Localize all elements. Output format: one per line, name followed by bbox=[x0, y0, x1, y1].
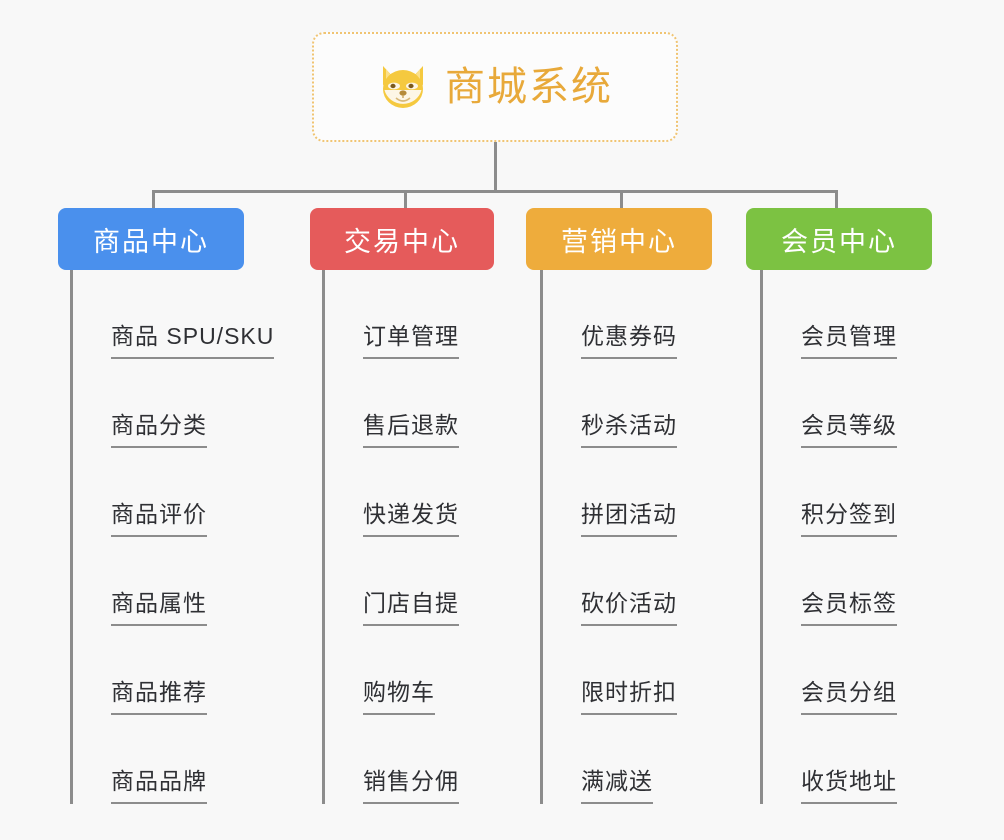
leaf-label: 积分签到 bbox=[801, 495, 897, 537]
leaf-label: 优惠券码 bbox=[581, 317, 677, 359]
list-item[interactable]: 商品属性 bbox=[70, 537, 274, 626]
leaf-label: 会员分组 bbox=[801, 673, 897, 715]
list-item[interactable]: 砍价活动 bbox=[540, 537, 677, 626]
list-item[interactable]: 秒杀活动 bbox=[540, 359, 677, 448]
list-item[interactable]: 商品评价 bbox=[70, 448, 274, 537]
drop-connector-4 bbox=[835, 190, 838, 210]
shiba-dog-icon bbox=[377, 63, 429, 111]
leaf-column-trade: 订单管理 售后退款 快递发货 门店自提 购物车 销售分佣 bbox=[322, 270, 459, 804]
root-stem-connector bbox=[494, 142, 497, 192]
list-item[interactable]: 售后退款 bbox=[322, 359, 459, 448]
leaf-label: 快递发货 bbox=[363, 495, 459, 537]
list-item[interactable]: 满减送 bbox=[540, 715, 677, 804]
leaf-label: 会员标签 bbox=[801, 584, 897, 626]
leaf-label: 会员等级 bbox=[801, 406, 897, 448]
list-item[interactable]: 优惠券码 bbox=[540, 270, 677, 359]
leaf-column-marketing: 优惠券码 秒杀活动 拼团活动 砍价活动 限时折扣 满减送 bbox=[540, 270, 677, 804]
list-item[interactable]: 收货地址 bbox=[760, 715, 897, 804]
leaf-label: 会员管理 bbox=[801, 317, 897, 359]
category-box-marketing[interactable]: 营销中心 bbox=[526, 208, 712, 270]
list-item[interactable]: 拼团活动 bbox=[540, 448, 677, 537]
list-item[interactable]: 门店自提 bbox=[322, 537, 459, 626]
leaf-label: 售后退款 bbox=[363, 406, 459, 448]
list-item[interactable]: 商品 SPU/SKU bbox=[70, 270, 275, 359]
leaf-label: 购物车 bbox=[363, 673, 435, 715]
leaf-label: 商品品牌 bbox=[111, 762, 207, 804]
list-item[interactable]: 会员等级 bbox=[760, 359, 897, 448]
drop-connector-2 bbox=[404, 190, 407, 210]
root-node[interactable]: 商城系统 bbox=[312, 32, 678, 142]
list-item[interactable]: 订单管理 bbox=[322, 270, 459, 359]
root-title: 商城系统 bbox=[445, 65, 613, 109]
leaf-label: 秒杀活动 bbox=[581, 406, 677, 448]
horizontal-bus-connector bbox=[152, 190, 838, 193]
category-box-product[interactable]: 商品中心 bbox=[58, 208, 244, 270]
list-item[interactable]: 限时折扣 bbox=[540, 626, 677, 715]
category-label: 会员中心 bbox=[781, 226, 897, 257]
category-label: 商品中心 bbox=[93, 226, 209, 257]
leaf-label: 门店自提 bbox=[363, 584, 459, 626]
list-item[interactable]: 会员管理 bbox=[760, 270, 897, 359]
category-label: 营销中心 bbox=[561, 226, 677, 257]
list-item[interactable]: 购物车 bbox=[322, 626, 459, 715]
list-item[interactable]: 商品品牌 bbox=[70, 715, 274, 804]
list-item[interactable]: 积分签到 bbox=[760, 448, 897, 537]
leaf-label: 商品分类 bbox=[111, 406, 207, 448]
list-item[interactable]: 快递发货 bbox=[322, 448, 459, 537]
leaf-column-product: 商品 SPU/SKU 商品分类 商品评价 商品属性 商品推荐 商品品牌 bbox=[70, 270, 275, 804]
leaf-label: 限时折扣 bbox=[581, 673, 677, 715]
leaf-label: 商品属性 bbox=[111, 584, 207, 626]
list-item[interactable]: 会员分组 bbox=[760, 626, 897, 715]
leaf-label: 商品 SPU/SKU bbox=[111, 317, 275, 359]
leaf-label: 拼团活动 bbox=[581, 495, 677, 537]
leaf-label: 收货地址 bbox=[801, 762, 897, 804]
leaf-column-member: 会员管理 会员等级 积分签到 会员标签 会员分组 收货地址 bbox=[760, 270, 897, 804]
leaf-label: 订单管理 bbox=[363, 317, 459, 359]
leaf-label: 商品评价 bbox=[111, 495, 207, 537]
category-box-trade[interactable]: 交易中心 bbox=[310, 208, 494, 270]
drop-connector-1 bbox=[152, 190, 155, 210]
list-item[interactable]: 商品推荐 bbox=[70, 626, 274, 715]
leaf-label: 满减送 bbox=[581, 762, 653, 804]
category-label: 交易中心 bbox=[344, 226, 460, 257]
leaf-label: 商品推荐 bbox=[111, 673, 207, 715]
drop-connector-3 bbox=[620, 190, 623, 210]
leaf-label: 砍价活动 bbox=[581, 584, 677, 626]
list-item[interactable]: 销售分佣 bbox=[322, 715, 459, 804]
category-box-member[interactable]: 会员中心 bbox=[746, 208, 932, 270]
list-item[interactable]: 商品分类 bbox=[70, 359, 274, 448]
leaf-label: 销售分佣 bbox=[363, 762, 459, 804]
list-item[interactable]: 会员标签 bbox=[760, 537, 897, 626]
